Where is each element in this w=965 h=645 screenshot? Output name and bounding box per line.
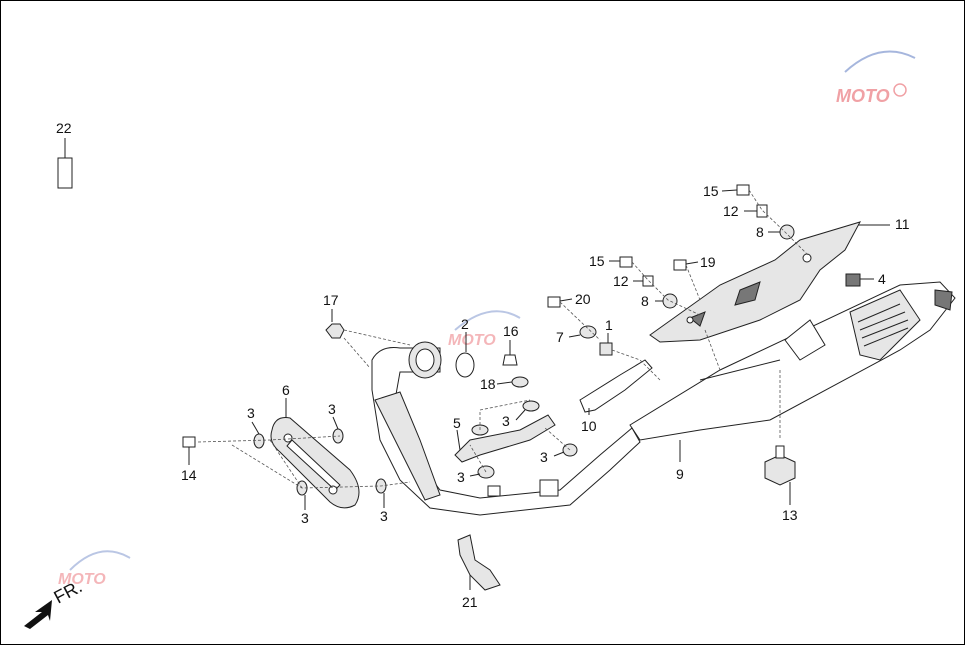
part-17-nut <box>325 323 345 339</box>
part-21-stay <box>457 534 501 591</box>
part-16-clip <box>502 354 518 366</box>
svg-text:MOTO: MOTO <box>448 332 496 349</box>
part-label-15-lower: 15 <box>589 253 605 269</box>
front-direction-indicator: FR. <box>24 576 85 629</box>
part-label-5: 5 <box>453 415 461 431</box>
part-label-3-g: 3 <box>457 469 465 485</box>
part-labels: 22 17 2 16 18 1 7 20 15 12 8 19 15 12 8 … <box>56 120 910 610</box>
part-label-3-d: 3 <box>380 508 388 524</box>
part-10-bracket <box>579 359 653 413</box>
part-label-21: 21 <box>462 594 478 610</box>
part-2-gasket <box>455 352 475 378</box>
part-label-8-upper: 8 <box>756 224 764 240</box>
part-label-12-upper: 12 <box>723 203 739 219</box>
assembly-dashed-lines <box>197 189 809 489</box>
part-8-grommet-lower <box>662 293 678 309</box>
part-label-11: 11 <box>895 216 910 232</box>
part-label-18: 18 <box>480 376 496 392</box>
part-3-washer-1 <box>253 433 265 449</box>
part-label-1: 1 <box>605 317 613 333</box>
part-label-6: 6 <box>282 382 290 398</box>
part-label-14: 14 <box>181 467 197 483</box>
svg-text:MOTO: MOTO <box>58 571 106 588</box>
part-11-heat-shield <box>649 221 862 343</box>
part-label-4: 4 <box>878 271 886 287</box>
part-label-16: 16 <box>503 323 519 339</box>
part-label-9: 9 <box>676 466 684 482</box>
leader-lines <box>64 138 890 590</box>
part-4-clip <box>845 273 861 287</box>
part-19-bolt <box>673 259 687 271</box>
part-12-collar-lower <box>642 275 654 287</box>
part-22-label-sticker <box>57 157 73 189</box>
part-label-20: 20 <box>575 291 591 307</box>
part-label-15-upper: 15 <box>703 183 719 199</box>
part-13-sensor <box>764 445 796 486</box>
part-20-bolt <box>547 296 561 308</box>
part-15-bolt-lower <box>619 256 633 268</box>
part-label-3-f: 3 <box>540 449 548 465</box>
muffler-end-cap-grille <box>857 303 909 347</box>
part-label-3-b: 3 <box>328 401 336 417</box>
part-15-bolt-upper <box>736 184 750 196</box>
part-label-3-c: 3 <box>301 510 309 526</box>
part-label-13: 13 <box>782 507 798 523</box>
part-9-muffler <box>629 281 956 441</box>
part-12-collar-upper <box>756 204 768 218</box>
part-label-3-e: 3 <box>502 413 510 429</box>
part-8-grommet-upper <box>779 224 795 240</box>
part-label-8-lower: 8 <box>641 293 649 309</box>
part-label-3-a: 3 <box>247 405 255 421</box>
part-7-grommet <box>579 325 597 339</box>
watermark-logo-top-right: MOTO <box>836 50 916 106</box>
part-label-19: 19 <box>700 254 716 270</box>
part-label-22: 22 <box>56 120 72 136</box>
part-6-pipe-heat-guard <box>270 417 360 509</box>
part-label-12-lower: 12 <box>613 273 629 289</box>
part-label-2: 2 <box>461 316 469 332</box>
part-label-7: 7 <box>556 329 564 345</box>
part-9-header-pipe <box>371 341 641 516</box>
part-1-collar <box>599 342 613 356</box>
part-18-washer <box>511 376 529 388</box>
part-label-17: 17 <box>323 292 339 308</box>
part-14-bolt <box>182 436 196 448</box>
part-5-bracket <box>454 414 556 463</box>
part-3-washer-6 <box>522 400 540 412</box>
watermark-logo-center: MOTO <box>448 310 521 349</box>
part-label-10: 10 <box>581 418 597 434</box>
watermark-logo-bottom-left: MOTO <box>58 550 131 588</box>
svg-text:MOTO: MOTO <box>836 86 890 106</box>
front-arrow-icon <box>24 600 52 629</box>
